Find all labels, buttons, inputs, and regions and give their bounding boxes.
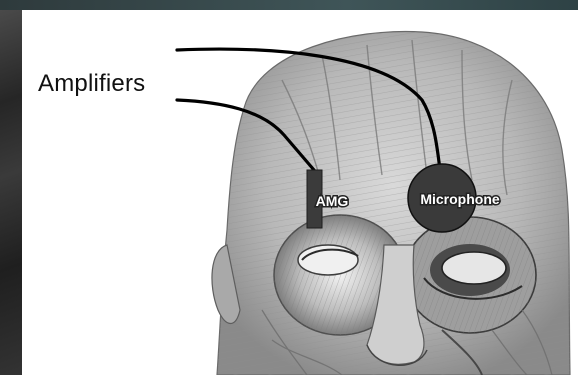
left-border-strip [0, 10, 22, 375]
right-eye-region [404, 217, 536, 333]
top-border-strip [0, 0, 578, 10]
amplifiers-label: Amplifiers [38, 70, 145, 98]
microphone-label: Microphone [420, 191, 500, 207]
amg-label: AMG [316, 193, 349, 209]
face-illustration: AMG Microphone [22, 10, 578, 375]
diagram-panel: AMG Microphone Amplifiers [22, 10, 578, 375]
